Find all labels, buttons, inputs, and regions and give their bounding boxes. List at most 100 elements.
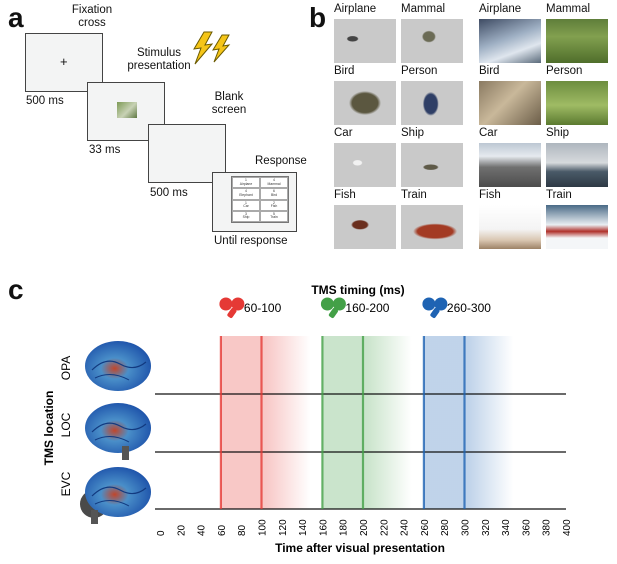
scene-image <box>546 143 608 187</box>
x-tick-label: 400 <box>562 519 573 536</box>
response-option-name: Fish <box>270 204 278 209</box>
fixation-cross: + <box>60 54 68 69</box>
scene-image-cell: Mammal <box>546 3 613 66</box>
tms-window-label: 260-300 <box>447 301 491 315</box>
stimulus-label: Stimulus presentation <box>127 47 191 73</box>
scene-image-label: Ship <box>546 127 570 139</box>
x-tick-label: 80 <box>237 524 248 536</box>
panel-b-letter: b <box>309 2 327 33</box>
object-image-cell: Car <box>334 127 401 190</box>
stimulus-image <box>117 102 137 118</box>
object-image <box>401 205 463 249</box>
x-tick-label: 180 <box>339 519 350 536</box>
duration-response: Until response <box>214 235 288 247</box>
object-image-cell: Bird <box>334 65 401 128</box>
object-image <box>401 143 463 187</box>
tms-window-band <box>423 336 514 509</box>
response-option-name: Mammal <box>267 181 281 186</box>
scene-image-label: Car <box>479 127 498 139</box>
object-image-label: Fish <box>334 189 356 201</box>
x-tick-label: 100 <box>258 519 269 536</box>
x-tick-label: 380 <box>542 519 553 536</box>
scene-image <box>479 143 541 187</box>
object-image-label: Airplane <box>334 3 377 15</box>
x-tick-label: 40 <box>197 524 208 536</box>
fixation-label: Fixation cross <box>71 4 113 30</box>
x-tick-label: 20 <box>176 524 187 536</box>
response-option-number: 1 <box>245 178 247 183</box>
tms-window-band <box>220 336 311 509</box>
response-option-number: 2 <box>273 200 275 205</box>
response-option-name: Elephant <box>239 192 253 197</box>
object-image <box>334 205 396 249</box>
response-option-number: 1 <box>245 200 247 205</box>
scene-image-cell: Fish <box>479 189 546 252</box>
response-option-number: 4 <box>245 189 247 194</box>
x-tick-label: 340 <box>501 519 512 536</box>
chart-title: TMS timing (ms) <box>311 283 404 297</box>
tms-coil-icon <box>422 297 448 319</box>
object-image-label: Train <box>401 189 427 201</box>
scene-image <box>479 19 541 63</box>
x-tick-label: 360 <box>521 519 532 536</box>
tms-window-label: 60-100 <box>244 301 282 315</box>
response-option-number: 6 <box>273 189 275 194</box>
x-tick-label: 300 <box>461 519 472 536</box>
scene-image-cell: Train <box>546 189 613 252</box>
blank-label: Blank screen <box>211 91 247 117</box>
response-option-name: Bird <box>270 192 278 197</box>
object-image-cell: Train <box>401 189 468 252</box>
object-image-cell: Fish <box>334 189 401 252</box>
duration-blank: 500 ms <box>150 187 188 199</box>
scene-image <box>546 81 608 125</box>
scene-image-label: Mammal <box>546 3 591 15</box>
y-axis-label: TMS location <box>42 391 56 466</box>
object-image-label: Bird <box>334 65 355 77</box>
row-label: OPA <box>59 356 73 380</box>
response-option-number: 3 <box>245 211 247 216</box>
scene-image-label: Bird <box>479 65 500 77</box>
duration-fixation: 500 ms <box>26 95 64 107</box>
response-option-number: 5 <box>273 211 275 216</box>
x-axis-label: Time after visual presentation <box>275 541 445 555</box>
x-tick-label: 160 <box>318 519 329 536</box>
response-option-name: Ship <box>242 215 250 220</box>
tms-coil-icon <box>219 297 245 319</box>
response-option-name: Train <box>270 215 278 220</box>
x-tick-label: 260 <box>420 519 431 536</box>
scene-image-cell: Airplane <box>479 3 546 66</box>
scene-image <box>546 205 608 249</box>
object-image <box>401 19 463 63</box>
scene-image <box>479 205 541 249</box>
scene-image <box>479 81 541 125</box>
object-image <box>401 81 463 125</box>
brain-icons <box>80 341 151 524</box>
scene-image-cell: Person <box>546 65 613 128</box>
scene-image-cell: Car <box>479 127 546 190</box>
row-label: LOC <box>59 412 73 437</box>
object-image-cell: Ship <box>401 127 468 190</box>
x-tick-label: 280 <box>440 519 451 536</box>
response-option-name: Airplane <box>239 181 253 186</box>
brain-icon <box>85 403 151 460</box>
x-tick-label: 200 <box>359 519 370 536</box>
x-tick-label: 60 <box>217 524 228 536</box>
object-image <box>334 81 396 125</box>
tms-window-label: 160-200 <box>345 301 389 315</box>
object-image <box>334 19 396 63</box>
scene-image-label: Train <box>546 189 572 201</box>
object-image-cell: Mammal <box>401 3 468 66</box>
scene-image-label: Person <box>546 65 583 77</box>
row-label: EVC <box>59 471 73 496</box>
x-tick-label: 220 <box>379 519 390 536</box>
object-image-label: Car <box>334 127 353 139</box>
